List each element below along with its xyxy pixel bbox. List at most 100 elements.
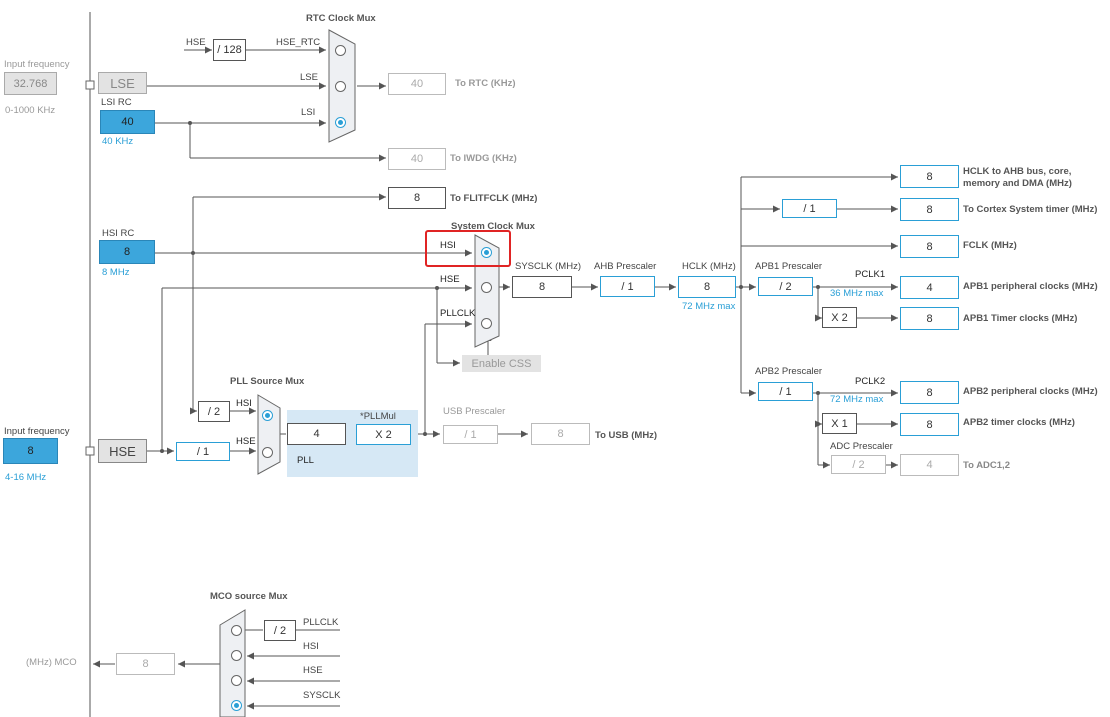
lse-input-frequency-field[interactable]: 32.768	[4, 72, 57, 95]
pclk1-max-label: 36 MHz max	[830, 288, 884, 299]
apb1-peripheral-label: APB1 peripheral clocks (MHz)	[963, 281, 1098, 292]
hse-input-frequency-field[interactable]: 8	[3, 438, 58, 464]
ahb-prescaler-select[interactable]: / 1	[600, 276, 655, 297]
apb2-timer-label: APB2 timer clocks (MHz)	[963, 417, 1075, 428]
hclk-value-field[interactable]: 8	[678, 276, 736, 298]
pll-mux-hsi-label: HSI	[236, 398, 252, 409]
pll-mux-hse-label: HSE	[236, 436, 256, 447]
mco-output-label: (MHz) MCO	[26, 657, 77, 668]
mco-sysclk-label: SYSCLK	[303, 690, 341, 701]
hsi-freq-label: 8 MHz	[102, 267, 130, 278]
pclk1-label: PCLK1	[855, 269, 886, 280]
pll-input-value: 4	[287, 423, 346, 445]
pllmul-label: *PLLMul	[360, 411, 396, 422]
mco-pll-div2: / 2	[264, 620, 296, 641]
pll-label: PLL	[297, 455, 314, 466]
adc-output-value: 4	[900, 454, 959, 476]
apb1-timer-value: 8	[900, 307, 959, 330]
mco-hsi-radio[interactable]	[231, 650, 242, 661]
apb2-prescaler-label: APB2 Prescaler	[755, 366, 823, 377]
hse-rtc-label: HSE_RTC	[276, 37, 321, 48]
apb2-timer-value: 8	[900, 413, 959, 436]
hse-range-label: 4-16 MHz	[5, 472, 47, 483]
hsi-rc-label: HSI RC	[102, 228, 135, 239]
sysclk-value: 8	[512, 276, 572, 298]
mco-output-value: 8	[116, 653, 175, 675]
highlight-hsi-selection	[425, 230, 511, 267]
pll-source-mux-title: PLL Source Mux	[230, 376, 305, 387]
hse-input-frequency-label: Input frequency	[4, 426, 70, 437]
sysmux-pllclk-label: PLLCLK	[440, 308, 476, 319]
apb1-peripheral-value: 4	[900, 276, 959, 299]
sysmux-pllclk-radio[interactable]	[481, 318, 492, 329]
enable-css-button[interactable]: Enable CSS	[462, 355, 541, 372]
mco-hse-radio[interactable]	[231, 675, 242, 686]
mco-hsi-label: HSI	[303, 641, 319, 652]
pll-hsi-div2: / 2	[198, 401, 230, 422]
cortex-timer-label: To Cortex System timer (MHz)	[963, 204, 1098, 215]
sysclk-label: SYSCLK (MHz)	[515, 261, 581, 272]
apb1-timer-label: APB1 Timer clocks (MHz)	[963, 313, 1078, 324]
apb2-prescaler-select[interactable]: / 1	[758, 382, 813, 401]
pclk2-max-label: 72 MHz max	[830, 394, 884, 405]
pll-source-hse-radio[interactable]	[262, 447, 273, 458]
mco-pllclk-label: PLLCLK	[303, 617, 339, 628]
lsi-freq-label: 40 KHz	[102, 136, 134, 147]
lsi-rc-value: 40	[100, 110, 155, 134]
hse-prediv-select[interactable]: / 1	[176, 442, 230, 461]
ahb-bus-value: 8	[900, 165, 959, 188]
apb1-prescaler-label: APB1 Prescaler	[755, 261, 823, 272]
system-clock-mux-title: System Clock Mux	[451, 221, 535, 232]
hsi-rc-value: 8	[99, 240, 155, 264]
apb2-peripheral-value: 8	[900, 381, 959, 404]
iwdg-output-value: 40	[388, 148, 446, 170]
mco-source-mux-title: MCO source Mux	[210, 591, 288, 602]
adc-prescaler-label: ADC Prescaler	[830, 441, 893, 452]
flitfclk-value: 8	[388, 187, 446, 209]
hclk-label: HCLK (MHz)	[682, 261, 736, 272]
apb1-prescaler-select[interactable]: / 2	[758, 277, 813, 296]
usb-output-label: To USB (MHz)	[595, 430, 658, 441]
apb2-timer-mul: X 1	[822, 413, 857, 434]
hse-source-box: HSE	[98, 439, 147, 463]
sysmux-hse-label: HSE	[440, 274, 460, 285]
hclk-max-label: 72 MHz max	[682, 301, 736, 312]
usb-prescaler-label: USB Prescaler	[443, 406, 506, 417]
apb1-timer-mul: X 2	[822, 307, 857, 328]
ahb-prescaler-label: AHB Prescaler	[594, 261, 657, 272]
cortex-timer-value: 8	[900, 198, 959, 221]
rtc-mux-hse-radio[interactable]	[335, 45, 346, 56]
sysmux-hsi-radio[interactable]	[481, 247, 492, 258]
sysmux-hsi-label: HSI	[440, 240, 456, 251]
pllmul-select[interactable]: X 2	[356, 424, 411, 445]
sysmux-hse-radio[interactable]	[481, 282, 492, 293]
apb2-peripheral-label: APB2 peripheral clocks (MHz)	[963, 386, 1098, 397]
cortex-timer-div-select[interactable]: / 1	[782, 199, 837, 218]
fclk-label: FCLK (MHz)	[963, 240, 1017, 251]
rtc-hse-div128: / 128	[213, 39, 246, 61]
rtc-lsi-label: LSI	[301, 107, 316, 118]
lse-input-frequency-label: Input frequency	[4, 59, 70, 70]
rtc-lse-label: LSE	[300, 72, 318, 83]
adc-prescaler-select[interactable]: / 2	[831, 455, 886, 474]
mco-hse-label: HSE	[303, 665, 323, 676]
fclk-value: 8	[900, 235, 959, 258]
rtc-mux-lse-radio[interactable]	[335, 81, 346, 92]
mco-sysclk-radio[interactable]	[231, 700, 242, 711]
lsi-rc-label: LSI RC	[101, 97, 132, 108]
rtc-clock-mux-title: RTC Clock Mux	[306, 13, 376, 24]
rtc-mux-lsi-radio[interactable]	[335, 117, 346, 128]
lse-source-box: LSE	[98, 72, 147, 94]
pll-source-hsi-radio[interactable]	[262, 410, 273, 421]
usb-prescaler-select[interactable]: / 1	[443, 425, 498, 444]
adc-output-label: To ADC1,2	[963, 460, 1010, 471]
rtc-output-label: To RTC (KHz)	[455, 78, 516, 89]
iwdg-output-label: To IWDG (KHz)	[450, 153, 517, 164]
mco-pllclk-radio[interactable]	[231, 625, 242, 636]
pclk2-label: PCLK2	[855, 376, 886, 387]
lse-range-label: 0-1000 KHz	[5, 105, 56, 116]
flitfclk-label: To FLITFCLK (MHz)	[450, 193, 538, 204]
usb-output-value: 8	[531, 423, 590, 445]
rtc-hse-label: HSE	[186, 37, 206, 48]
